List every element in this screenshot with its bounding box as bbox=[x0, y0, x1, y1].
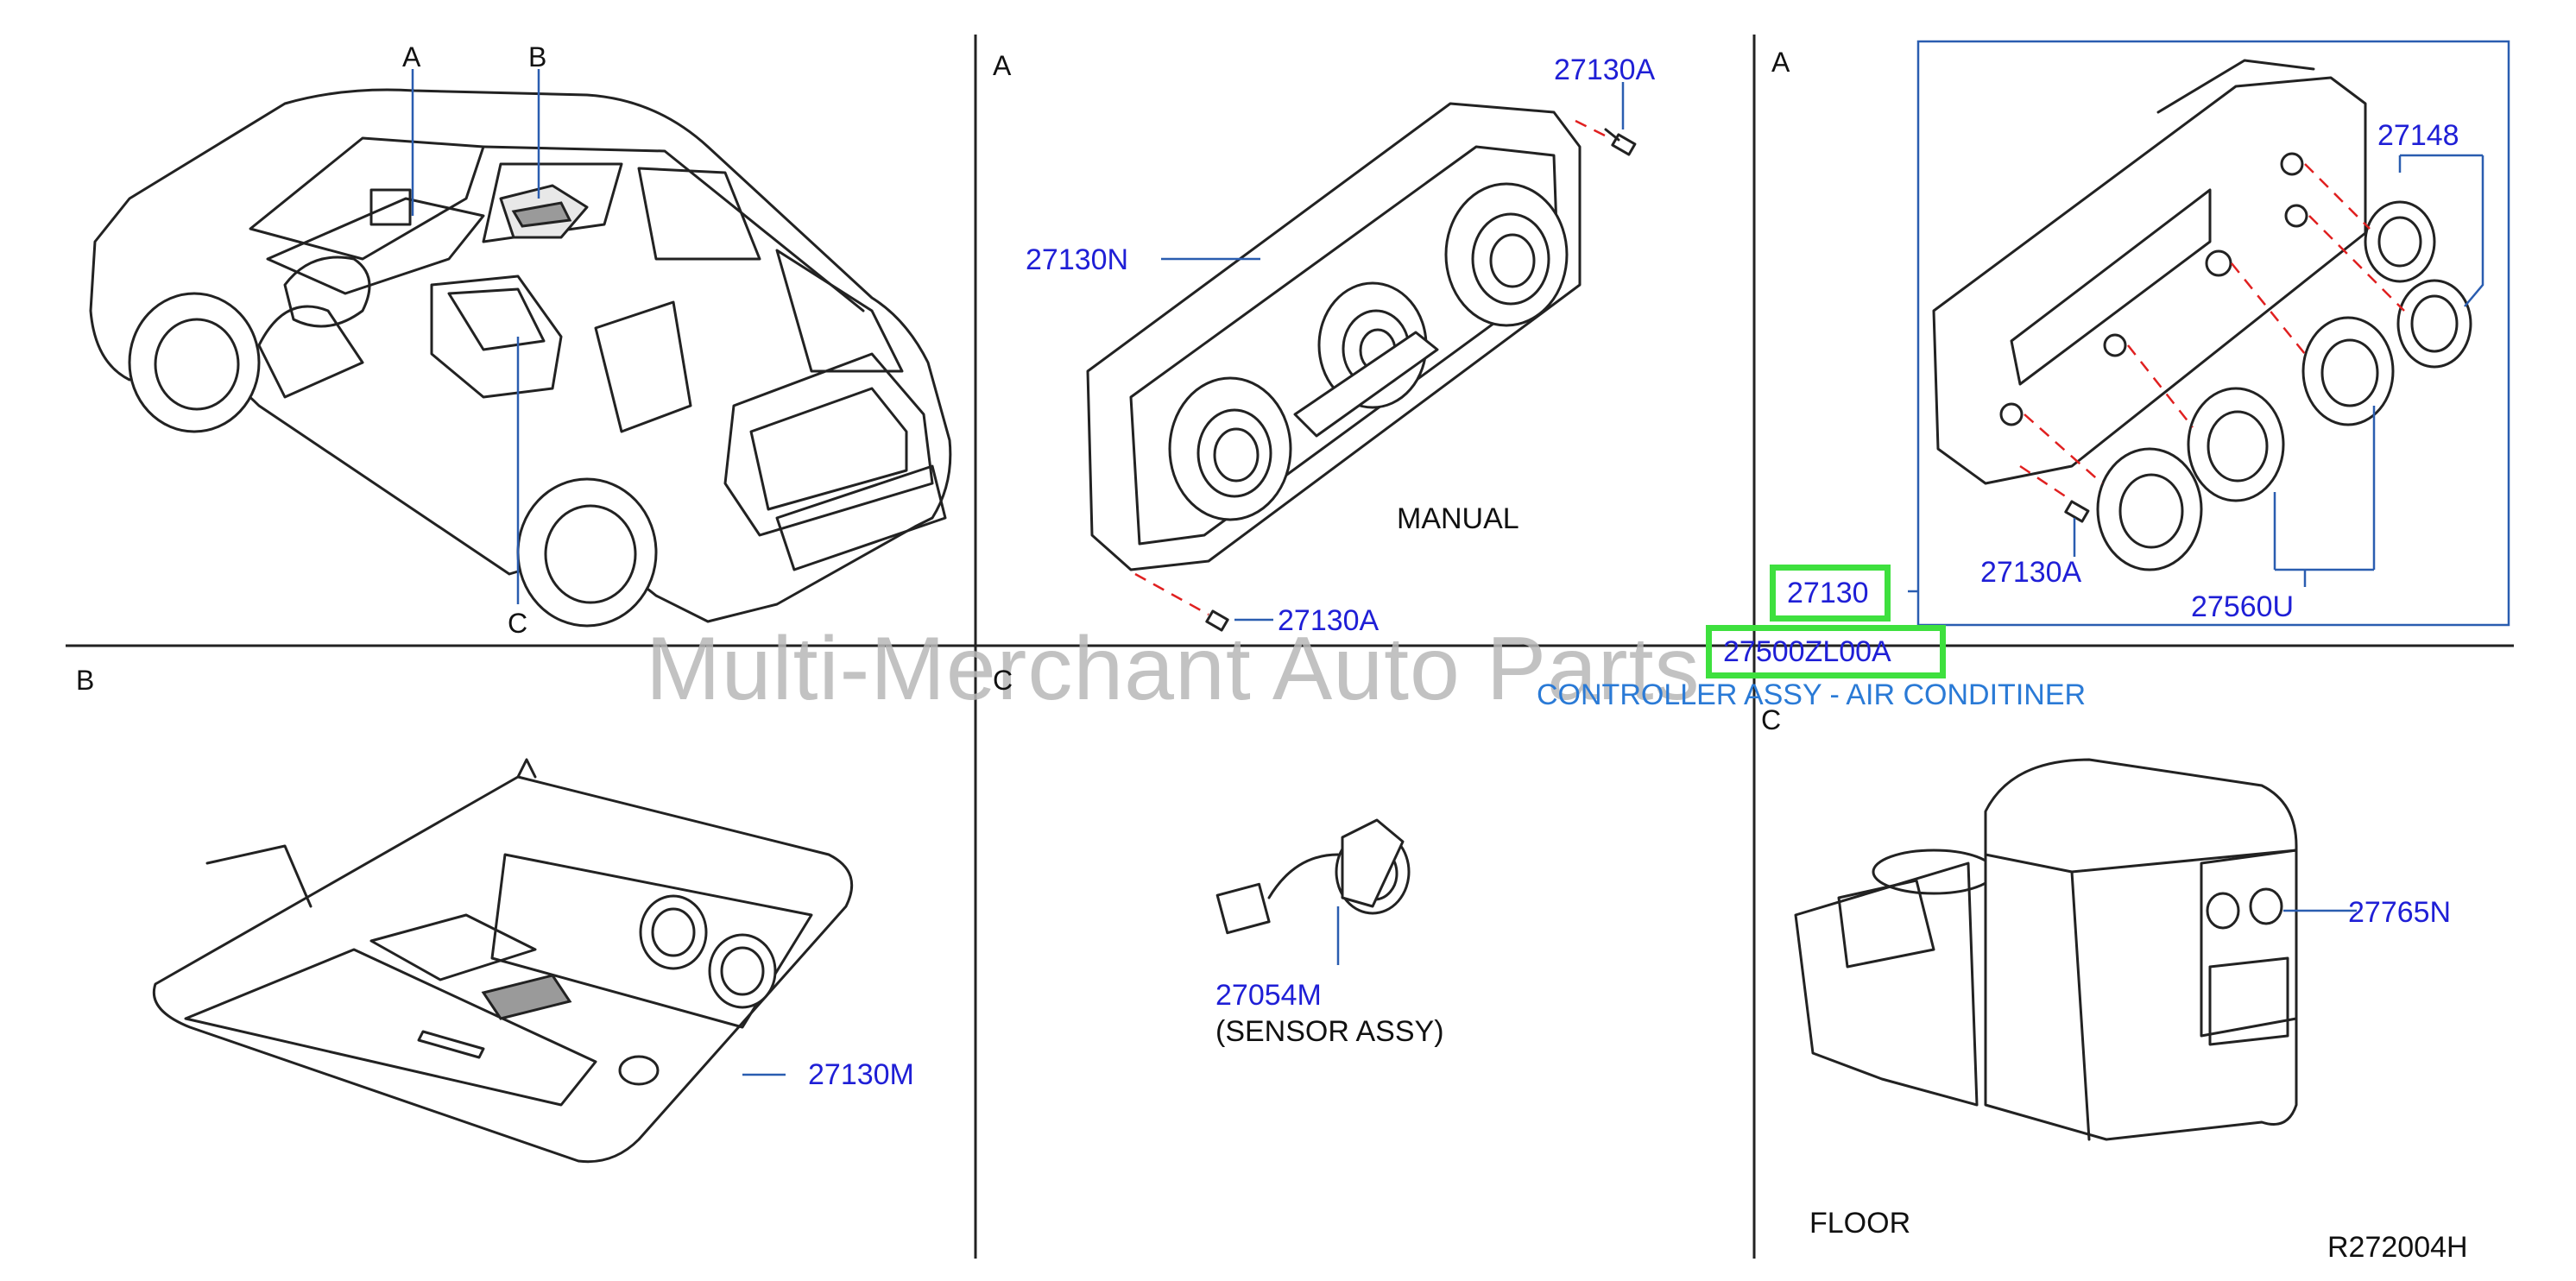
highlight-box-27130 bbox=[1770, 565, 1891, 622]
label-sensor-assy: (SENSOR ASSY) bbox=[1215, 1015, 1444, 1048]
part-27130a-top[interactable]: 27130A bbox=[1554, 54, 1656, 86]
label-floor: FLOOR bbox=[1809, 1207, 1911, 1240]
section-letter-floor-c: C bbox=[1761, 704, 1782, 735]
overhead-console bbox=[153, 758, 854, 1164]
section-letter-sensor-c: C bbox=[993, 665, 1013, 696]
floor-console bbox=[1794, 758, 2357, 1141]
auto-control-panel bbox=[1908, 40, 2510, 627]
screw-top bbox=[1604, 128, 1637, 156]
section-letter-car-b: B bbox=[528, 41, 547, 73]
part-27054m[interactable]: 27054M bbox=[1215, 979, 1322, 1012]
reference-code: R272004H bbox=[2327, 1231, 2468, 1264]
watermark: Multi-Merchant Auto Parts bbox=[646, 619, 1701, 719]
part-27500zl00a[interactable]: 27500ZL00A bbox=[1723, 635, 1891, 668]
label-manual: MANUAL bbox=[1397, 502, 1519, 535]
part-27130n[interactable]: 27130N bbox=[1026, 243, 1129, 276]
part-27130a-auto[interactable]: 27130A bbox=[1980, 556, 2082, 589]
section-letter-car-c: C bbox=[508, 608, 528, 639]
part-27765n[interactable]: 27765N bbox=[2348, 896, 2452, 929]
part-27130a-bottom[interactable]: 27130A bbox=[1278, 604, 1380, 637]
sensor-assy bbox=[1215, 818, 1411, 965]
section-letter-b: B bbox=[76, 665, 95, 696]
section-letter-auto-a: A bbox=[1771, 47, 1790, 78]
section-letter-manual-a: A bbox=[993, 50, 1012, 81]
screw-bottom bbox=[1205, 609, 1229, 632]
part-27130m[interactable]: 27130M bbox=[808, 1058, 914, 1091]
part-27148[interactable]: 27148 bbox=[2377, 119, 2459, 152]
vehicle-overview bbox=[89, 69, 952, 628]
part-27560u[interactable]: 27560U bbox=[2191, 590, 2295, 623]
part-description: CONTROLLER ASSY - AIR CONDITINER bbox=[1537, 678, 2087, 711]
highlight-box-27500zl00a bbox=[1706, 625, 1946, 678]
section-letter-car-a: A bbox=[402, 41, 421, 73]
part-27130[interactable]: 27130 bbox=[1787, 577, 1869, 609]
panel-dividers bbox=[66, 35, 2514, 1259]
manual-control-panel bbox=[1086, 82, 1637, 632]
